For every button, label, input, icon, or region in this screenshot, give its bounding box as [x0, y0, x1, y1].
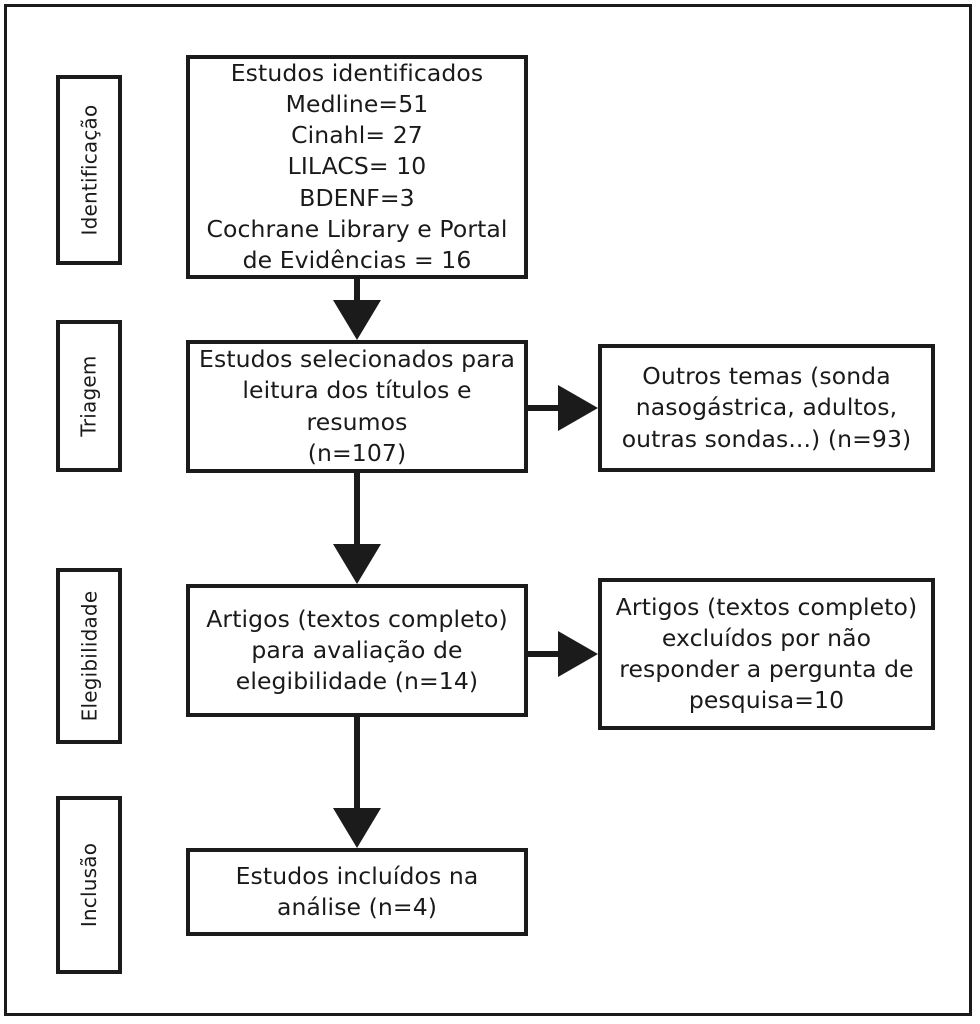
- box-studies-identified: Estudos identificados Medline=51 Cinahl=…: [186, 55, 528, 279]
- stage-label-triagem: Triagem: [77, 355, 102, 437]
- box-excluded-fulltext: Artigos (textos completo) excluídos por …: [598, 578, 935, 730]
- box-articles-eligibility: Artigos (textos completo) para avaliação…: [186, 584, 528, 717]
- box-excluded-other-topics: Outros temas (sonda nasogástrica, adulto…: [598, 344, 935, 472]
- stage-box-inclusao: Inclusão: [56, 796, 122, 974]
- stage-label-elegibilidade: Elegibilidade: [77, 590, 102, 722]
- box-studies-screened: Estudos selecionados para leitura dos tí…: [186, 340, 528, 473]
- stage-box-identificacao: Identificação: [56, 75, 122, 265]
- stage-box-triagem: Triagem: [56, 320, 122, 472]
- stage-box-elegibilidade: Elegibilidade: [56, 568, 122, 744]
- stage-label-identificacao: Identificação: [77, 104, 102, 236]
- box-studies-included: Estudos incluídos na análise (n=4): [186, 848, 528, 936]
- stage-label-inclusao: Inclusão: [77, 842, 102, 928]
